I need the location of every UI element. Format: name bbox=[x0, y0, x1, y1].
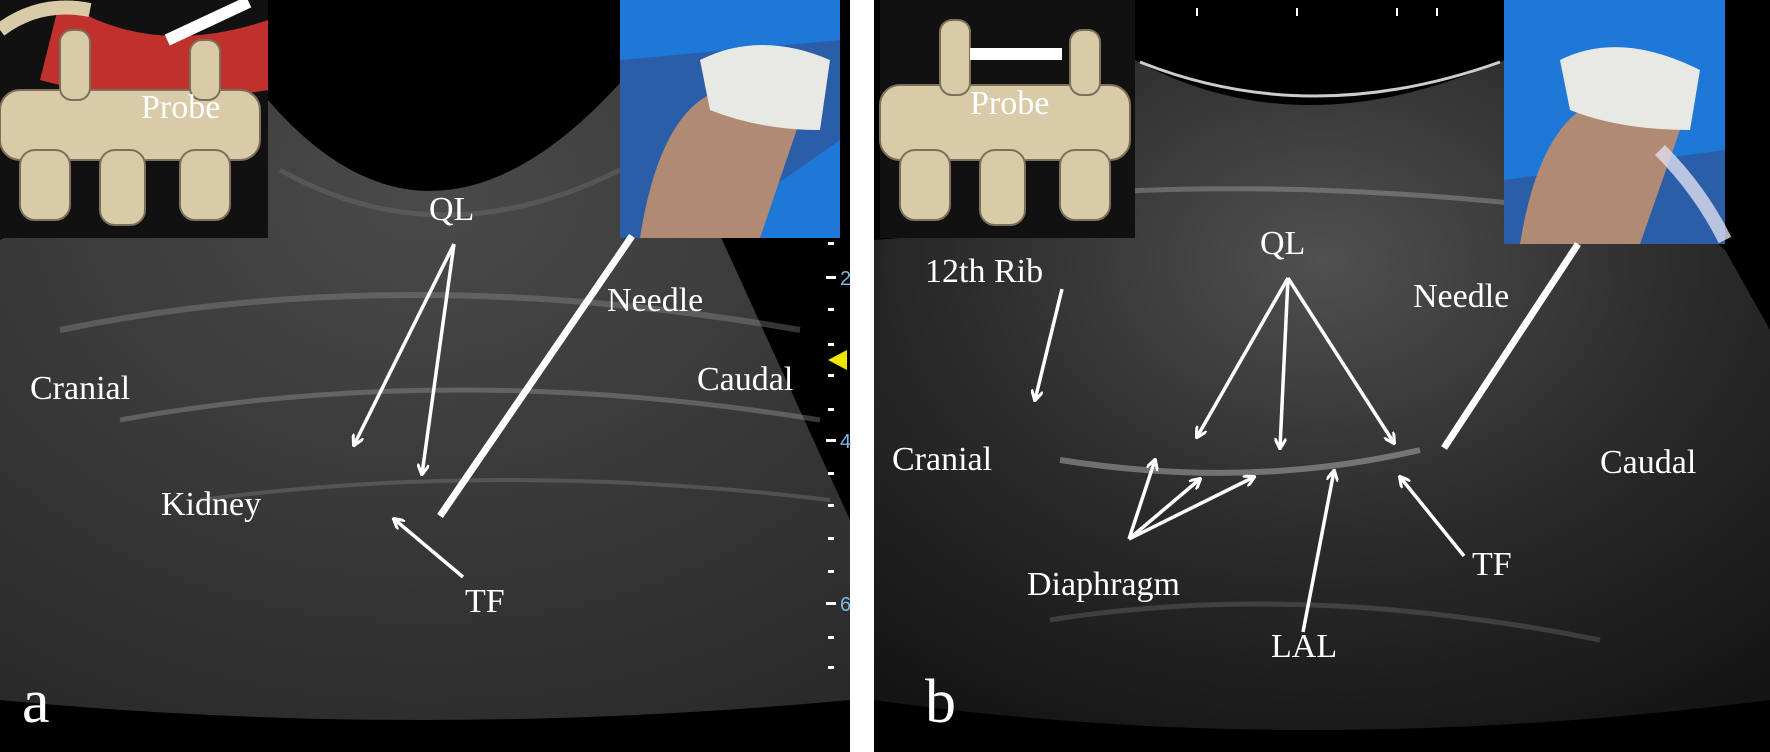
procedure-photo-inset-a bbox=[620, 0, 840, 238]
depth-scale: 2 4 6 bbox=[826, 242, 851, 669]
ql-arrow-b1 bbox=[1197, 277, 1290, 437]
needle-line-b bbox=[1441, 242, 1581, 450]
panel-b: Probe 12th Rib QL Needle Cranial Caudal … bbox=[874, 0, 1770, 752]
tf-arrow-a bbox=[394, 519, 465, 579]
ql-arrow-b3 bbox=[1286, 277, 1394, 443]
cranial-label-b: Cranial bbox=[892, 441, 992, 478]
ql-arrow-a1 bbox=[354, 243, 456, 445]
tf-arrow-b bbox=[1400, 477, 1466, 558]
diaphragm-label: Diaphragm bbox=[1027, 566, 1180, 603]
kidney-label: Kidney bbox=[161, 486, 261, 523]
diaphragm-arrow-1 bbox=[1127, 460, 1155, 540]
lal-arrow bbox=[1301, 471, 1334, 633]
tf-label-b: TF bbox=[1472, 546, 1512, 583]
probe-label-b: Probe bbox=[970, 85, 1049, 122]
panel-letter-b: b bbox=[925, 668, 956, 736]
caudal-label-b: Caudal bbox=[1600, 444, 1696, 481]
depth-label-4: 4 bbox=[840, 431, 851, 453]
ql-arrow-a2 bbox=[422, 243, 456, 474]
top-scale-ticks bbox=[1196, 8, 1438, 16]
panel-letter-a: a bbox=[22, 668, 50, 736]
ql-label-b: QL bbox=[1260, 225, 1305, 262]
tissue-streaks-a bbox=[59, 167, 831, 502]
ql-arrow-b2 bbox=[1280, 277, 1290, 448]
probe-marker bbox=[164, 0, 252, 46]
caudal-label-a: Caudal bbox=[697, 361, 793, 398]
procedure-photo-inset-b bbox=[1504, 0, 1732, 244]
needle-label-a: Needle bbox=[607, 282, 703, 319]
spine-model-inset-b: Probe bbox=[879, 0, 1135, 238]
ql-label-a: QL bbox=[429, 191, 474, 228]
probe-label: Probe bbox=[141, 89, 220, 126]
spine-model-inset-a: Probe bbox=[0, 0, 268, 238]
needle-label-b: Needle bbox=[1413, 278, 1509, 315]
needle-line-a bbox=[437, 234, 635, 518]
rib-label: 12th Rib bbox=[925, 253, 1043, 290]
depth-label-6: 6 bbox=[840, 594, 851, 616]
tf-label-a: TF bbox=[465, 583, 505, 620]
depth-label-2: 2 bbox=[840, 268, 851, 290]
cranial-label-a: Cranial bbox=[30, 370, 130, 407]
panel-a: 2 4 6 Probe bbox=[0, 0, 851, 752]
diaphragm-arrow-2 bbox=[1127, 479, 1200, 541]
lal-label: LAL bbox=[1271, 628, 1337, 665]
diaphragm-arrow-3 bbox=[1128, 477, 1254, 541]
focus-marker-icon bbox=[828, 350, 847, 370]
probe-surface-line bbox=[1139, 60, 1501, 98]
rib-arrow bbox=[1035, 288, 1064, 400]
probe-marker-b bbox=[970, 48, 1062, 60]
